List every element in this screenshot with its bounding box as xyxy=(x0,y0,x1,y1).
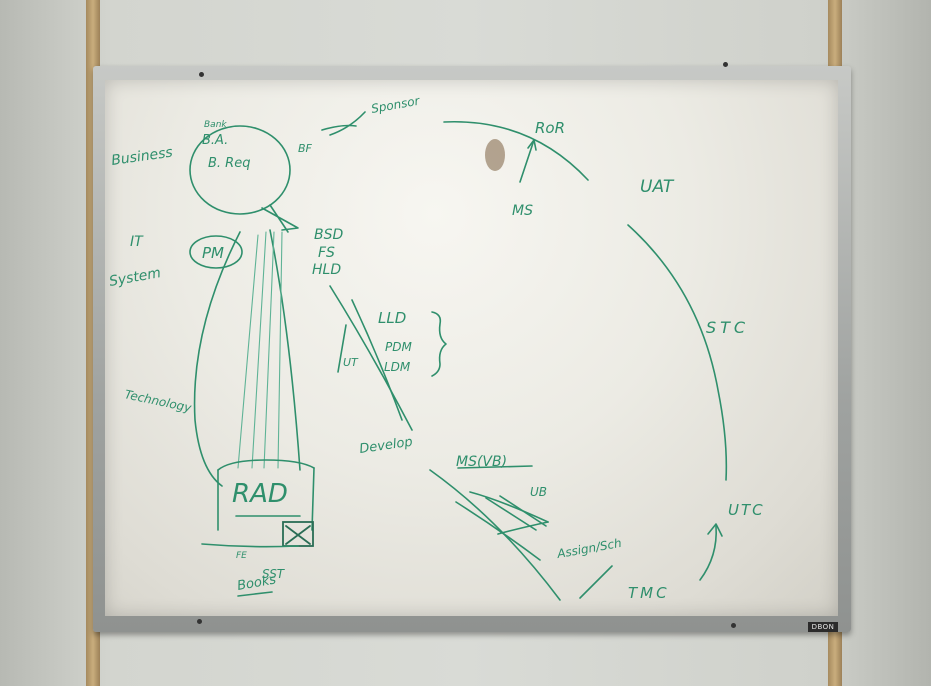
label-fs: FS xyxy=(318,245,335,261)
books-underline xyxy=(237,591,273,597)
fe-baseline xyxy=(201,543,299,548)
business-down-arrow xyxy=(261,207,299,231)
rad-box-hatch xyxy=(285,525,311,545)
label-technology: Technology xyxy=(123,387,193,415)
label-ms-vb: MS(VB) xyxy=(456,454,507,470)
assign-curve-outer xyxy=(429,469,561,601)
bf-sponsor-line xyxy=(329,111,366,136)
label-ut: UT xyxy=(343,356,359,369)
label-system: System xyxy=(108,265,162,290)
label-stc: STC xyxy=(706,318,749,337)
label-bank: Bank xyxy=(204,120,227,130)
label-sponsor: Sponsor xyxy=(370,94,421,116)
rad-right-side xyxy=(311,467,315,531)
frame-screw xyxy=(731,623,736,628)
label-ub: UB xyxy=(530,485,547,499)
ms-ror-arrowhead xyxy=(527,139,537,151)
bf-arrow xyxy=(321,124,357,131)
ms-ror-arrow xyxy=(519,139,535,183)
uat-utc-curve xyxy=(627,224,728,481)
ut-bracket xyxy=(337,324,347,373)
tmc-utc-arrow xyxy=(699,525,717,581)
label-pm: PM xyxy=(202,244,224,262)
brand-badge: DBON xyxy=(808,622,838,632)
ms-vb-underline xyxy=(457,465,533,469)
ms-ub-arrow xyxy=(469,491,549,523)
pm-circle xyxy=(189,235,243,269)
label-ms-top: MS xyxy=(512,203,533,219)
rad-line xyxy=(277,231,283,469)
assign-slash xyxy=(579,565,613,599)
lld-brace xyxy=(431,311,447,377)
label-it: IT xyxy=(130,234,144,250)
rad-line xyxy=(237,234,259,469)
label-bf: BF xyxy=(298,142,313,155)
label-pdm: PDM xyxy=(385,340,412,354)
rad-line xyxy=(251,231,267,469)
frame-screw xyxy=(723,62,728,67)
business-down-stroke xyxy=(269,204,289,233)
label-hld: HLD xyxy=(312,262,341,278)
sponsor-ror-arc xyxy=(443,120,589,181)
label-ldm: LDM xyxy=(384,360,411,374)
frame-screw xyxy=(197,619,202,624)
label-ror: RoR xyxy=(535,119,565,137)
smudge-mark xyxy=(485,139,505,171)
technology-loop-left xyxy=(193,231,241,487)
label-sst: SST xyxy=(262,567,286,581)
label-utc: UTC xyxy=(728,501,765,519)
business-circle xyxy=(189,125,291,215)
label-books: Books xyxy=(236,572,277,594)
hld-develop-line2 xyxy=(351,299,403,421)
ms-ub-lines xyxy=(485,495,547,531)
rad-top xyxy=(217,459,315,471)
label-develop: Develop xyxy=(358,435,413,457)
ms-ub-arrow-base xyxy=(497,521,549,535)
frame-screw xyxy=(199,72,204,77)
label-business: Business xyxy=(110,145,173,169)
label-rad: RAD xyxy=(232,479,288,509)
hld-develop-line xyxy=(329,285,413,431)
label-lld: LLD xyxy=(378,309,406,327)
label-assign: Assign/Sch xyxy=(555,536,623,561)
label-ba: B.A. xyxy=(202,133,228,148)
label-bsd: BSD xyxy=(314,227,343,243)
label-tmc: TMC xyxy=(628,584,670,602)
rad-line xyxy=(263,231,275,469)
label-uat: UAT xyxy=(640,177,675,197)
assign-curve-inner xyxy=(455,501,541,561)
label-fe: FE xyxy=(236,551,247,561)
label-b-req: B. Req xyxy=(208,156,250,171)
technology-loop-right xyxy=(269,229,301,471)
tmc-utc-arrowhead xyxy=(707,523,723,537)
